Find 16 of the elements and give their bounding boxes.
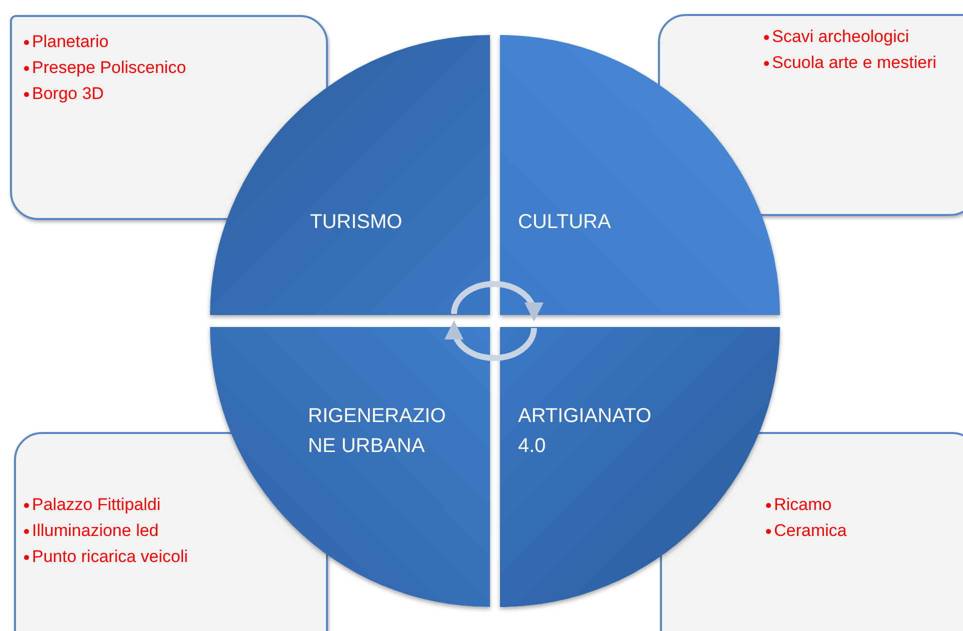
- list-item: Planetario: [32, 31, 110, 53]
- list-item: Scavi archeologici: [772, 26, 910, 48]
- list-item: Ceramica: [774, 520, 848, 542]
- list-item: Ricamo: [774, 494, 833, 516]
- list-item: Scuola arte e mestieri: [772, 52, 938, 74]
- list-item: Illuminazione led: [32, 520, 160, 542]
- list-item: Borgo 3D: [32, 83, 105, 105]
- list-item: Punto ricarica veicoli: [32, 546, 189, 568]
- quadrant-title: RIGENERAZIONE URBANA: [308, 404, 446, 459]
- cycle-arrow: [451, 281, 543, 322]
- quadrant-title: ARTIGIANATO 4.0: [518, 404, 652, 459]
- list-item: Palazzo Fittipaldi: [32, 494, 162, 516]
- cycle-arrow: [445, 320, 537, 361]
- quadrant-title: TURISMO: [310, 210, 404, 235]
- quadrant-title: CULTURA: [518, 210, 612, 235]
- list-item: Presepe Poliscenico: [32, 57, 188, 79]
